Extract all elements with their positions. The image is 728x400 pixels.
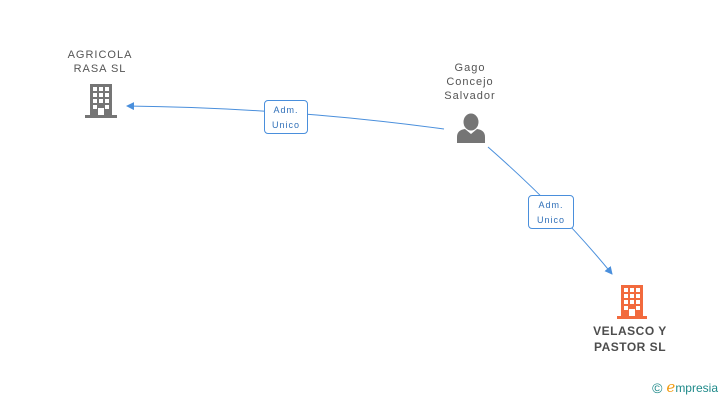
node-label-gago[interactable]: Gago Concejo Salvador: [430, 61, 510, 103]
person-icon[interactable]: [457, 113, 485, 143]
node-label-line: AGRICOLA: [67, 49, 133, 61]
brand-initial: e: [666, 378, 676, 396]
node-label-line: VELASCO Y: [593, 324, 667, 338]
empresia-logo: ©empresia: [652, 378, 718, 396]
building-icon[interactable]: [617, 285, 647, 319]
brand-name: mpresia: [675, 381, 718, 395]
node-label-line: Gago: [454, 62, 486, 74]
edge-label-line: Adm.: [273, 105, 299, 115]
node-label-line: Concejo: [446, 76, 494, 88]
building-icon[interactable]: [85, 84, 117, 118]
node-label-line: RASA SL: [73, 63, 127, 75]
edge-label-adm-unico[interactable]: Adm. Unico: [264, 100, 308, 134]
edge-label-line: Unico: [271, 120, 300, 130]
node-label-velasco[interactable]: VELASCO Y PASTOR SL: [582, 323, 678, 355]
node-label-line: Salvador: [444, 90, 496, 102]
edge-label-line: Unico: [536, 215, 565, 225]
edge-label-adm-unico[interactable]: Adm. Unico: [528, 195, 574, 229]
node-label-agricola[interactable]: AGRICOLA RASA SL: [58, 48, 142, 76]
copyright-icon: ©: [652, 380, 663, 396]
edge-label-line: Adm.: [538, 200, 564, 210]
node-label-line: PASTOR SL: [593, 340, 667, 354]
